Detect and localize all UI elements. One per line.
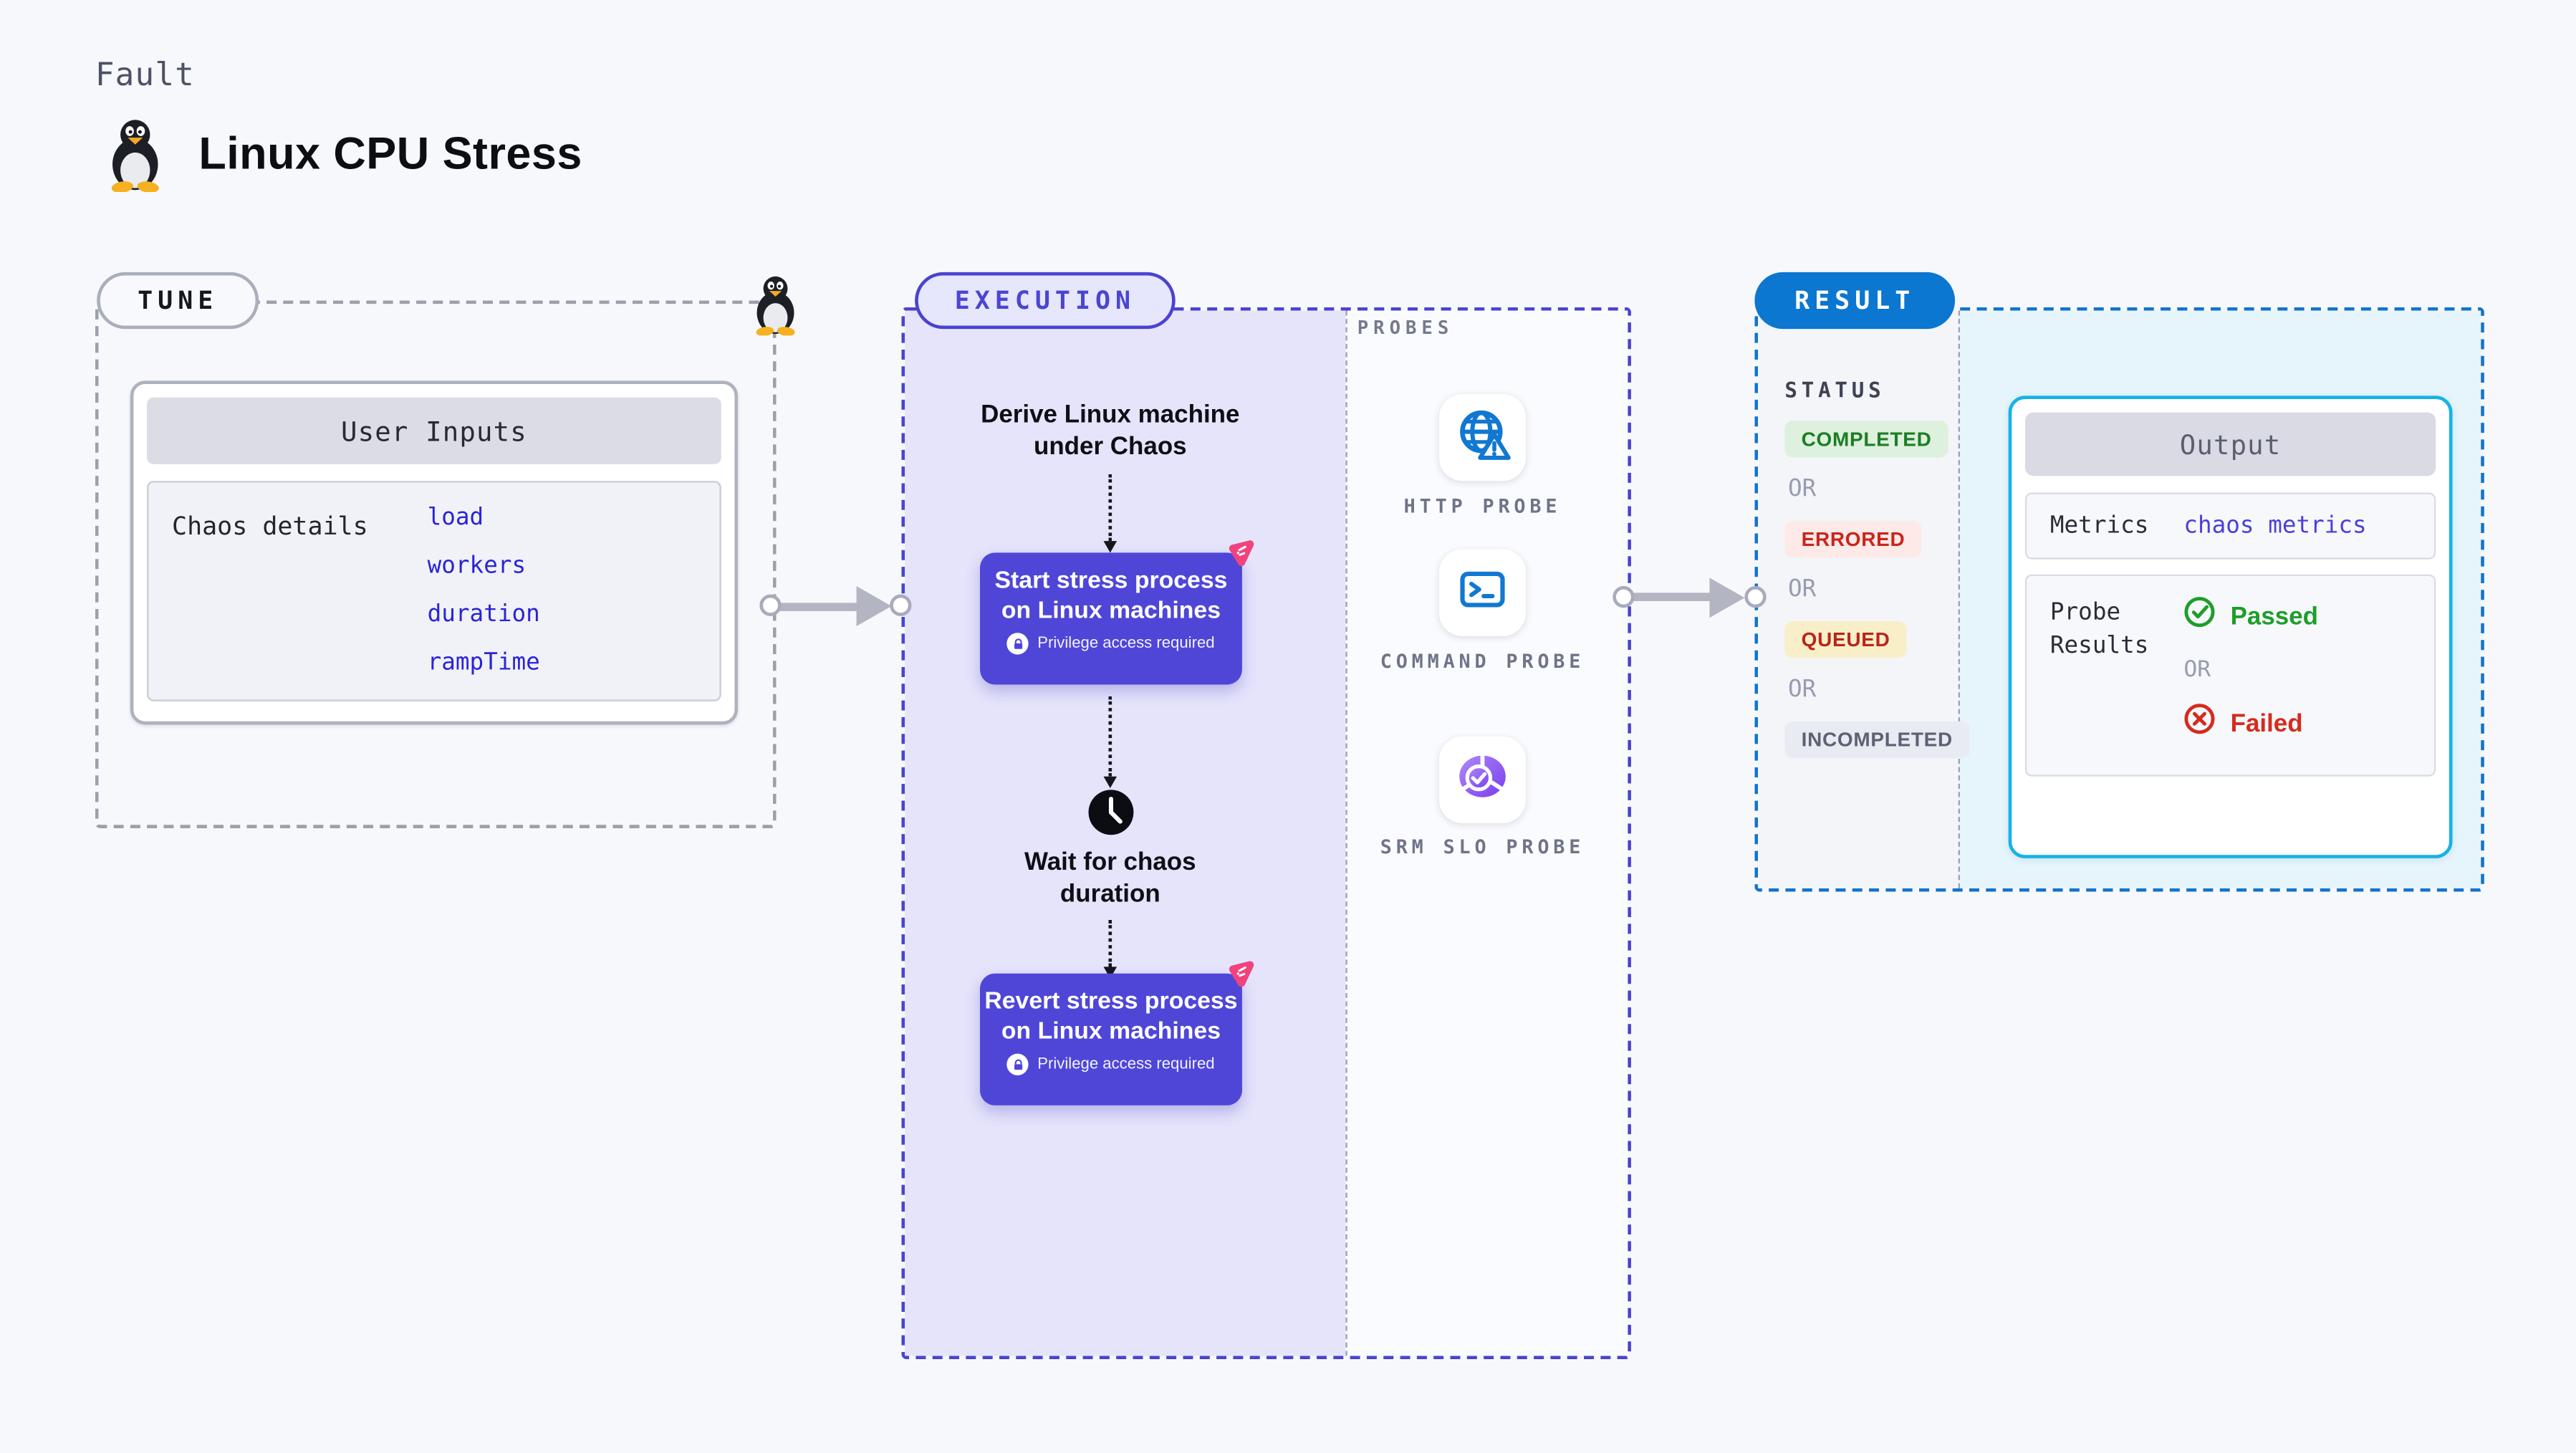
privilege-note-text: Privilege access required — [1037, 1055, 1215, 1075]
passed-label: Passed — [2230, 602, 2319, 630]
step-title: Start stress process on Linux machines — [994, 567, 1228, 624]
connector-endpoint-dot — [1744, 585, 1766, 608]
user-inputs-card: User Inputs Chaos details load workers d… — [130, 380, 739, 725]
result-badge: RESULT — [1754, 272, 1956, 330]
flow-arrow-down — [1103, 696, 1118, 789]
lock-icon — [1007, 633, 1029, 656]
failed-label: Failed — [2230, 709, 2303, 737]
derive-machine-label: Derive Linux machine under Chaos — [981, 401, 1240, 461]
fault-kicker: Fault — [95, 57, 195, 94]
status-incompleted-badge: INCOMPLETED — [1784, 721, 1970, 759]
chaos-fault-icon — [1226, 537, 1256, 576]
status-queued-badge: QUEUED — [1784, 620, 1907, 658]
wait-duration-label: Wait for chaos duration — [1024, 848, 1196, 908]
http-probe-label: HTTP PROBE — [1403, 494, 1562, 518]
input-value-load: load — [427, 504, 484, 532]
connector-endpoint-dot — [1613, 585, 1635, 608]
input-value-workers: workers — [427, 552, 527, 580]
tune-badge: TUNE — [97, 272, 259, 330]
user-inputs-title: User Inputs — [147, 397, 721, 464]
chaos-fault-icon — [1226, 959, 1256, 997]
metrics-row: Metrics chaos metrics — [2024, 492, 2436, 560]
execution-section-box — [901, 307, 1631, 1360]
input-value-ramptime: rampTime — [427, 649, 540, 676]
http-probe-card — [1438, 394, 1527, 481]
or-separator: OR — [2183, 656, 2211, 684]
status-list: COMPLETED OR ERRORED OR QUEUED OR INCOMP… — [1784, 421, 1970, 776]
execution-flow-area — [905, 310, 1346, 1356]
linux-tux-icon — [103, 117, 167, 201]
or-separator: OR — [1787, 476, 1817, 503]
metrics-label: Metrics — [2049, 512, 2149, 540]
privilege-note: Privilege access required — [980, 1054, 1242, 1076]
lock-icon — [1007, 1054, 1029, 1076]
check-circle-icon — [2183, 596, 2215, 636]
globe-alert-icon — [1454, 405, 1511, 470]
probes-area — [1345, 310, 1628, 1356]
command-probe-label: COMMAND PROBE — [1380, 649, 1585, 673]
probe-results-label: Probe Results — [2049, 599, 2149, 661]
failed-row: Failed — [2183, 703, 2318, 743]
tune-tux-icon — [749, 274, 801, 344]
or-separator: OR — [1787, 576, 1817, 603]
status-title: STATUS — [1784, 377, 1885, 403]
connector-endpoint-dot — [890, 594, 912, 616]
revert-stress-step: Revert stress process on Linux machines … — [980, 974, 1242, 1106]
privilege-note: Privilege access required — [980, 633, 1242, 656]
chaos-details-values: load workers duration rampTime — [428, 499, 540, 693]
or-separator: OR — [1787, 676, 1817, 704]
input-value-duration: duration — [427, 600, 540, 628]
connector-endpoint-dot — [759, 594, 781, 616]
status-completed-badge: COMPLETED — [1784, 421, 1948, 458]
probe-results-row: Probe Results Passed OR — [2024, 574, 2436, 777]
step-title: Revert stress process on Linux machines — [984, 988, 1238, 1045]
chaos-details-row: Chaos details load workers duration ramp… — [147, 481, 721, 701]
terminal-icon — [1456, 562, 1509, 623]
flow-arrow-down — [1103, 920, 1118, 979]
privilege-note-text: Privilege access required — [1037, 635, 1215, 654]
output-title: Output — [2024, 412, 2436, 476]
srm-slo-probe-card — [1438, 736, 1527, 823]
execution-badge: EXECUTION — [915, 272, 1176, 330]
command-probe-card — [1438, 549, 1527, 636]
probe-results-values: Passed OR Failed — [2183, 596, 2318, 775]
wait-clock-icon — [1087, 788, 1135, 845]
tune-section-box — [95, 300, 777, 828]
x-circle-icon — [2183, 703, 2215, 743]
status-errored-badge: ERRORED — [1784, 521, 1922, 558]
probes-title: PROBES — [1357, 317, 1454, 340]
srm-slo-probe-label: SRM SLO PROBE — [1380, 835, 1585, 858]
metrics-value: chaos metrics — [2183, 512, 2367, 540]
start-stress-step: Start stress process on Linux machines P… — [980, 552, 1242, 685]
slo-pie-check-icon — [1453, 747, 1513, 812]
status-area — [1758, 310, 1959, 888]
flow-arrow-down — [1103, 474, 1118, 553]
page-title: Linux CPU Stress — [198, 128, 582, 179]
output-card: Output Metrics chaos metrics Probe Resul… — [2008, 395, 2453, 858]
passed-row: Passed — [2183, 596, 2318, 636]
chaos-details-label: Chaos details — [172, 511, 368, 542]
